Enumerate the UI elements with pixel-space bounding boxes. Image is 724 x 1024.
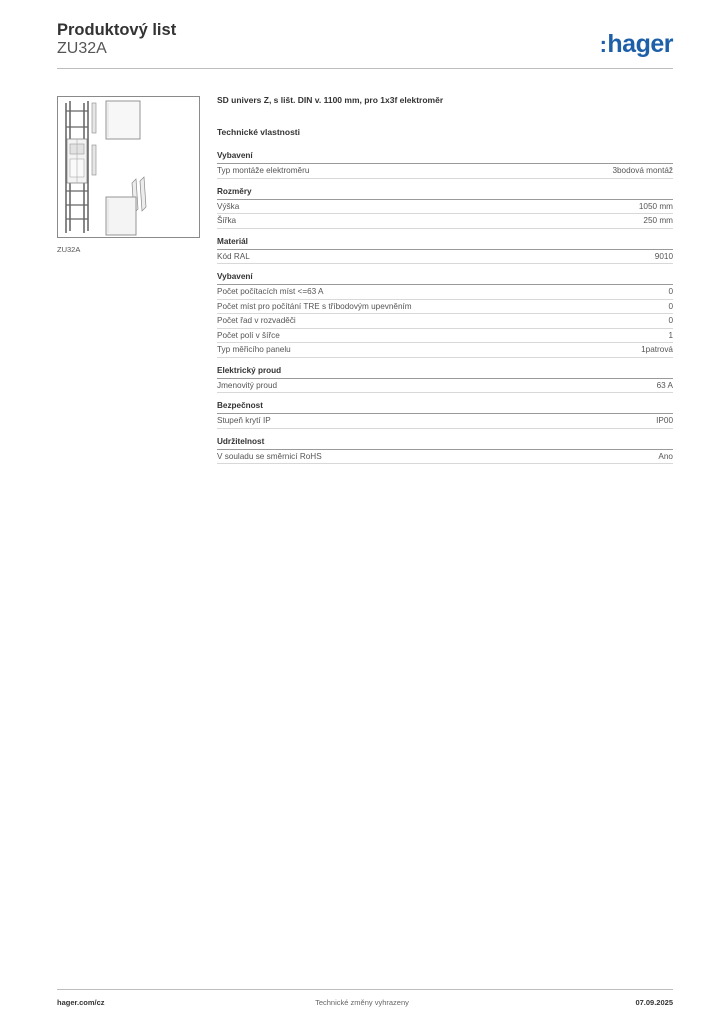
section-title: Udržitelnost (217, 436, 673, 450)
section-equipment-2: Vybavení Počet počítacích míst <=63 A 0 P… (217, 271, 673, 358)
spec-value: 1 (668, 330, 673, 340)
spec-row: Typ měřicího panelu 1patrová (217, 343, 673, 358)
spec-value: IP00 (656, 416, 673, 425)
spec-value: 1patrová (641, 345, 673, 354)
product-code: ZU32A (57, 40, 107, 57)
spec-value: 250 mm (643, 216, 673, 225)
product-illustration-icon (65, 100, 147, 236)
product-description: SD univers Z, s lišt. DIN v. 1100 mm, pr… (217, 95, 444, 105)
section-title: Bezpečnost (217, 400, 673, 414)
logo-text: hager (607, 30, 673, 58)
section-title: Vybavení (217, 271, 673, 285)
section-title: Materiál (217, 236, 673, 250)
product-image (57, 96, 200, 238)
spec-row: Počet řad v rozvaděči 0 (217, 314, 673, 329)
section-title: Rozměry (217, 186, 673, 200)
spec-label: Typ měřicího panelu (217, 345, 291, 354)
spec-value: 0 (668, 301, 673, 311)
page-header: Produktový list ZU32A :hager (57, 21, 673, 69)
section-title: Elektrický proud (217, 365, 673, 379)
spec-label: Kód RAL (217, 251, 250, 261)
spec-label: Typ montáže elektroměru (217, 166, 310, 175)
section-material: Materiál Kód RAL 9010 (217, 236, 673, 264)
section-title: Vybavení (217, 150, 673, 164)
section-equipment: Vybavení Typ montáže elektroměru 3bodová … (217, 150, 673, 179)
footer-divider (57, 989, 673, 990)
spec-value: 0 (668, 316, 673, 325)
product-content: SD univers Z, s lišt. DIN v. 1100 mm, pr… (217, 95, 673, 471)
spec-row: Počet počítacích míst <=63 A 0 (217, 285, 673, 300)
spec-row: Výška 1050 mm (217, 200, 673, 214)
spec-row: Typ montáže elektroměru 3bodová montáž (217, 164, 673, 179)
spec-row: Šířka 250 mm (217, 214, 673, 229)
header-divider (57, 68, 673, 69)
spec-label: Počet počítacích míst <=63 A (217, 287, 324, 296)
spec-label: V souladu se směrnicí RoHS (217, 451, 322, 461)
spec-row: V souladu se směrnicí RoHS Ano (217, 450, 673, 464)
hager-logo: :hager (599, 30, 674, 59)
section-safety: Bezpečnost Stupeň krytí IP IP00 (217, 400, 673, 429)
footer-date: 07.09.2025 (635, 998, 673, 1007)
spec-row: Stupeň krytí IP IP00 (217, 414, 673, 429)
spec-label: Jmenovitý proud (217, 380, 278, 390)
spec-value: 63 A (656, 380, 673, 390)
spec-row: Kód RAL 9010 (217, 250, 673, 264)
section-electric-current: Elektrický proud Jmenovitý proud 63 A (217, 365, 673, 393)
footer-notice: Technické změny vyhrazeny (315, 998, 409, 1007)
document-title: Produktový list (57, 21, 177, 39)
spec-label: Výška (217, 201, 240, 211)
spec-row: Jmenovitý proud 63 A (217, 379, 673, 393)
spec-label: Počet řad v rozvaděči (217, 316, 296, 325)
footer-website-link[interactable]: hager.com/cz (57, 998, 105, 1007)
spec-value: 9010 (654, 251, 673, 261)
spec-value: Ano (658, 451, 673, 461)
spec-value: 1050 mm (638, 201, 673, 211)
spec-value: 0 (668, 287, 673, 296)
logo-dots-icon: : (599, 32, 607, 57)
spec-row: Počet polí v šířce 1 (217, 329, 673, 343)
spec-value: 3bodová montáž (612, 166, 673, 175)
spec-label: Počet míst pro počítání TRE s tříbodovým… (217, 301, 412, 311)
spec-label: Stupeň krytí IP (217, 416, 271, 425)
spec-row: Počet míst pro počítání TRE s tříbodovým… (217, 300, 673, 314)
section-dimensions: Rozměry Výška 1050 mm Šířka 250 mm (217, 186, 673, 229)
technical-properties-heading: Technické vlastnosti (217, 127, 300, 137)
image-caption: ZU32A (57, 245, 81, 254)
spec-label: Šířka (217, 216, 237, 225)
spec-label: Počet polí v šířce (217, 330, 280, 340)
section-sustainability: Udržitelnost V souladu se směrnicí RoHS A… (217, 436, 673, 464)
